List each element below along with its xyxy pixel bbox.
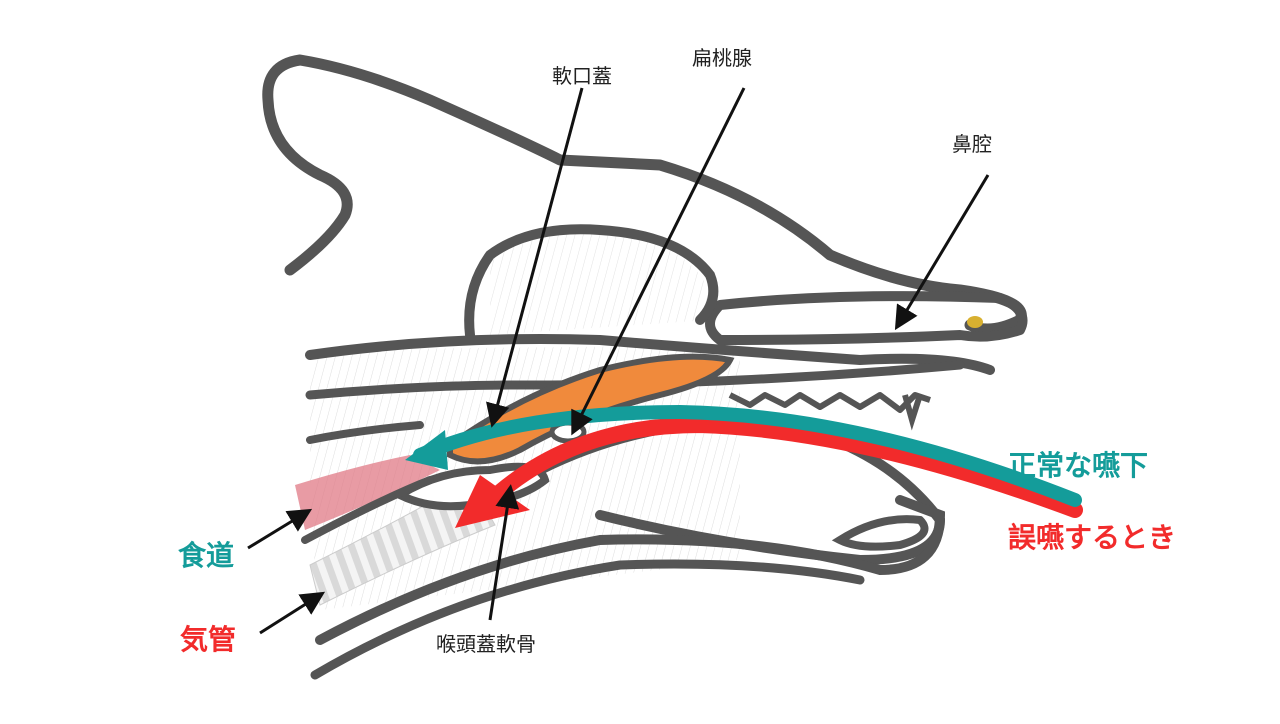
esophagus-tube — [295, 455, 440, 530]
trachea-tube — [309, 479, 496, 606]
pointer-esophagus — [247, 508, 313, 550]
label-trachea: 気管 — [180, 623, 237, 656]
pointer-nasal-cavity — [894, 174, 990, 331]
normal-swallow-arrowhead — [405, 430, 448, 470]
canine-tooth — [902, 394, 923, 431]
nasal-cavity-shape — [705, 291, 1028, 345]
label-esophagus: 食道 — [178, 539, 235, 572]
tongue-tip — [831, 515, 929, 551]
pointer-epiglottis — [488, 484, 520, 621]
head-outline — [262, 54, 1027, 335]
esophagus-wall — [301, 476, 434, 544]
pointer-trachea — [259, 591, 326, 635]
label-soft-palate: 軟口蓋 — [552, 64, 612, 88]
lower-jaw-bottom — [310, 559, 865, 680]
pharynx-wall-upper — [306, 421, 424, 444]
cranium-shape — [464, 224, 719, 340]
aspiration-path — [492, 416, 1083, 518]
label-tonsil: 扁桃腺 — [692, 46, 752, 70]
label-epiglottis: 喉頭蓋軟骨 — [436, 632, 536, 656]
label-normal-swallow: 正常な嚥下 — [1008, 449, 1149, 482]
pointer-soft-palate — [486, 87, 584, 428]
normal-swallow-path — [413, 404, 1082, 507]
upper-teeth — [728, 392, 931, 413]
brain-tissue — [490, 227, 712, 335]
lower-jaw-outline — [315, 495, 946, 645]
pointer-tonsil — [571, 87, 746, 436]
incisor-tooth — [967, 316, 983, 328]
label-nasal-cavity: 鼻腔 — [952, 132, 992, 156]
label-aspiration: 誤嚥するとき — [1008, 521, 1177, 554]
upper-palate — [305, 334, 995, 375]
aspiration-arrowhead — [455, 475, 530, 528]
